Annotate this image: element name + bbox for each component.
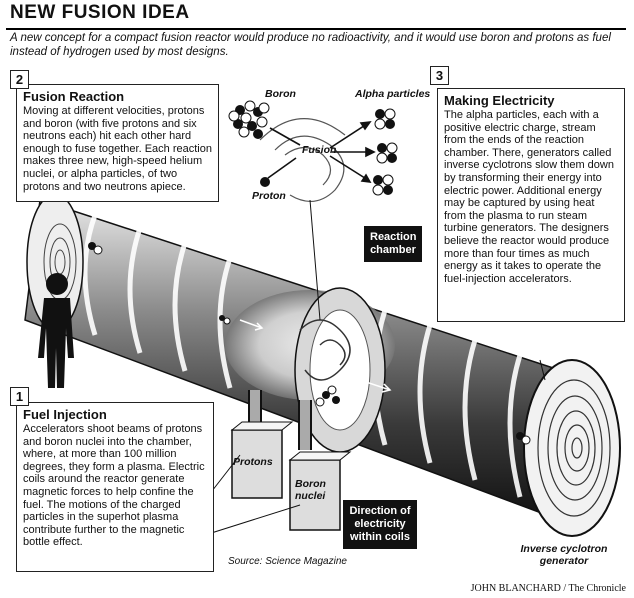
alpha-particle-icons: [372, 108, 398, 196]
boron-nuclei-accelerator: [288, 451, 352, 531]
alpha-particles: [88, 242, 531, 445]
reaction-chamber-label: Reaction chamber: [364, 226, 422, 262]
direction-of-electricity-label: Direction of electricity within coils: [343, 500, 417, 549]
title-rule: [6, 28, 626, 30]
inverse-cyclotron-label: Inverse cyclotron generator: [520, 543, 608, 567]
making-electricity-title: Making Electricity: [444, 93, 555, 108]
page-title: NEW FUSION IDEA: [10, 2, 190, 23]
fuel-injection-text: Accelerators shoot beams of protons and …: [23, 423, 205, 549]
inverse-cyclotron-generator: [523, 359, 621, 537]
making-electricity-panel: Making Electricity The alpha particles, …: [437, 88, 625, 322]
making-electricity-text: The alpha particles, each with a positiv…: [444, 109, 614, 285]
credit-line: JOHN BLANCHARD / The Chronicle: [470, 583, 626, 594]
fusion-reaction-text: Moving at different velocities, protons …: [23, 105, 212, 193]
fuel-injection-panel: Fuel Injection Accelerators shoot beams …: [16, 402, 214, 572]
inset-fusion-label: Fusion: [302, 144, 337, 156]
protons-label: Protons: [233, 456, 273, 468]
inset-boron-label: Boron: [265, 88, 296, 100]
protons-accelerator: [230, 421, 294, 499]
reaction-chamber-tube: [24, 199, 591, 522]
inset-alpha-label: Alpha particles: [355, 88, 431, 100]
fusion-reaction-panel: Fusion Reaction Moving at different velo…: [16, 84, 219, 202]
step-2-badge: 2: [10, 70, 29, 89]
page-subtitle: A new concept for a compact fusion react…: [10, 32, 611, 58]
boron-nucleus-icon: [228, 100, 270, 139]
source-note: Source: Science Magazine: [228, 556, 347, 567]
step-3-badge: 3: [430, 66, 449, 85]
boron-nuclei-label: Boron nuclei: [295, 478, 326, 502]
fusion-reaction-title: Fusion Reaction: [23, 89, 125, 104]
step-1-badge: 1: [10, 387, 29, 406]
fuel-injection-title: Fuel Injection: [23, 407, 107, 422]
inset-proton-label: Proton: [252, 190, 286, 202]
proton-icon: [260, 177, 270, 187]
person-silhouette-icon: [38, 273, 74, 388]
fusion-inset-diagram: [228, 100, 398, 202]
